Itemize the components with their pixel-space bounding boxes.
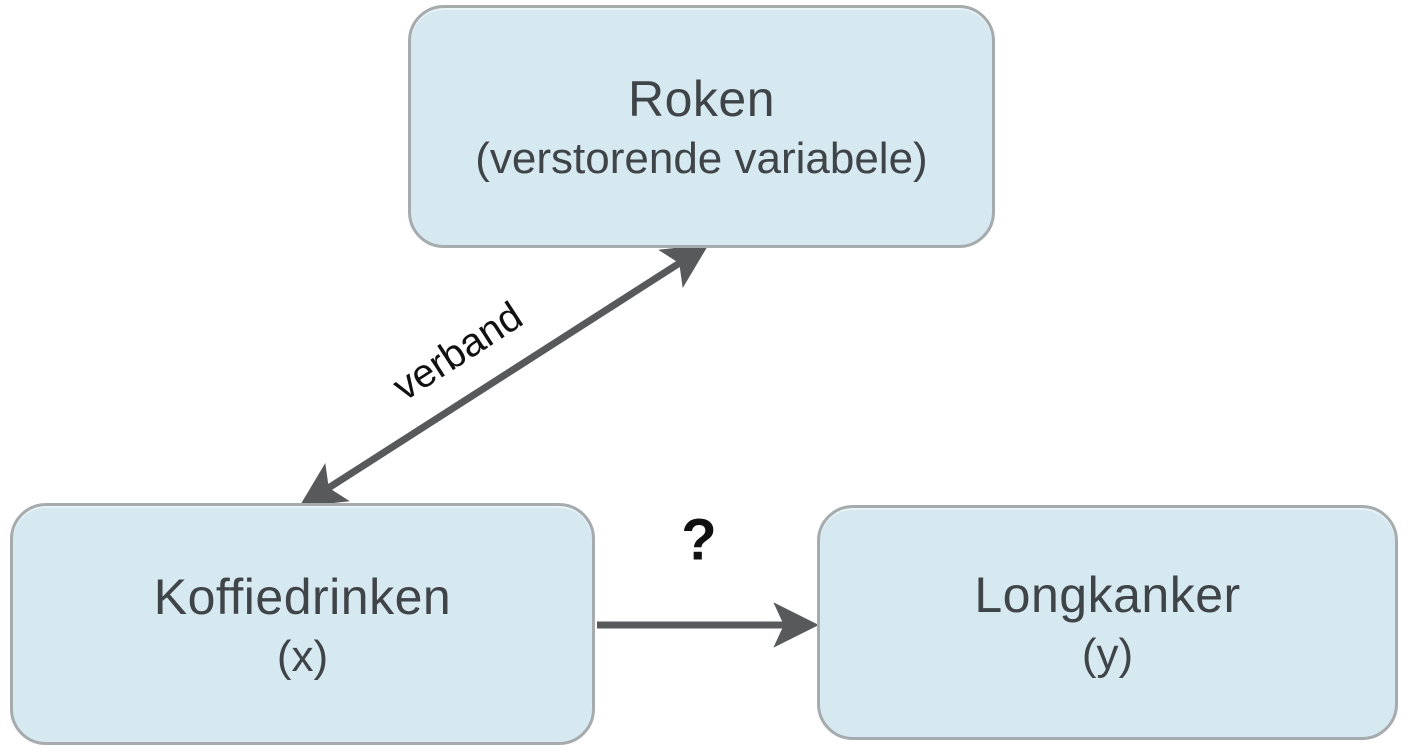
node-title: Longkanker — [974, 567, 1241, 623]
node-subtitle: (verstorende variabele) — [475, 134, 928, 183]
node-title: Koffiedrinken — [153, 568, 452, 625]
node-roken-confounder: Roken (verstorende variabele) — [408, 5, 995, 248]
edge-label-question-mark: ? — [681, 507, 717, 573]
node-subtitle: (y) — [1081, 630, 1134, 679]
node-longkanker-y: Longkanker (y) — [817, 505, 1398, 740]
node-title: Roken — [627, 71, 776, 127]
double-arrow-confounder-link — [299, 244, 709, 507]
node-subtitle: (x) — [276, 631, 329, 681]
node-koffiedrinken-x: Koffiedrinken (x) — [10, 503, 595, 745]
edge-label-verband: verband — [385, 293, 531, 410]
